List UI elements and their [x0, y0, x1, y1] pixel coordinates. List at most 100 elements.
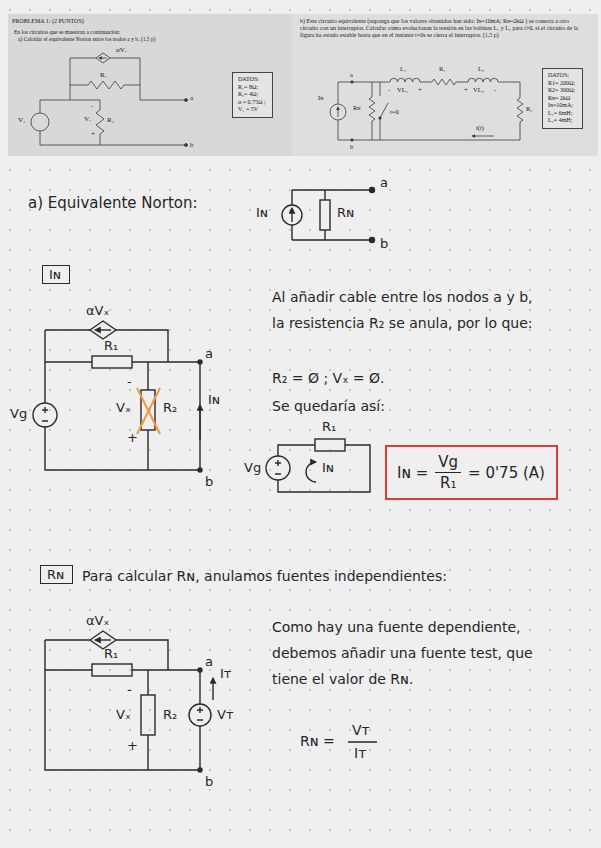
problem-circuit-part [185, 99, 188, 102]
norton-circuit [282, 188, 375, 243]
test-source-circuit-part [198, 668, 202, 672]
box-text: Rɴ [47, 567, 66, 582]
printed-text: V₁ [18, 116, 26, 124]
switch-circuit-part [380, 82, 388, 140]
handwritten-text: - [127, 374, 132, 390]
fraction: VgR₁ [435, 453, 461, 492]
printed-text: a [190, 94, 193, 102]
handwritten-text: + [127, 430, 138, 446]
problem-circuit [31, 53, 188, 147]
short-circuit-circuit-part [42, 407, 48, 421]
cross-out-part [137, 388, 160, 434]
printed-text: VL₂ [473, 86, 484, 94]
test-source-circuit-part [45, 640, 168, 670]
switch-circuit-part [369, 82, 375, 140]
reduced-circuit-part [306, 462, 316, 482]
cross-out [137, 388, 160, 434]
printed-text: i(t) [476, 124, 484, 132]
box-text: = 0'75 (A) [468, 464, 545, 482]
switch-circuit [330, 78, 523, 141]
handwritten-text: b [205, 474, 213, 490]
box-text: R1= 200Ω; [548, 80, 577, 88]
reduced-circuit-part [278, 445, 370, 492]
handwritten-text: R₁ [322, 419, 336, 435]
photo-panel [292, 14, 598, 156]
test-source-circuit-part [141, 695, 155, 735]
short-circuit-circuit-part [90, 321, 116, 339]
handwritten-text: + [127, 738, 138, 754]
problem-circuit-part [70, 100, 104, 145]
printed-text: L₁ [400, 65, 406, 73]
reduced-circuit [266, 439, 370, 492]
printed-text: R₂ [107, 116, 114, 124]
box-text: Vg [435, 453, 461, 473]
handwritten-text: b [380, 236, 388, 252]
handwritten-text: a [205, 346, 213, 362]
handwritten-text: a [380, 175, 388, 191]
data-box: DATOS:R1= 200Ω;R2= 300Ω;Rɴ= 2kΩIɴ=10mA;L… [542, 68, 583, 129]
switch-circuit-part [338, 107, 339, 117]
problem-circuit-part [31, 113, 49, 131]
handwritten-text: Rɴ [337, 205, 354, 221]
printed-text: + [464, 86, 468, 94]
handwritten-text: Vg [244, 460, 261, 476]
handwritten-text: Para calcular Rɴ, anulamos fuentes indep… [82, 568, 447, 585]
handwritten-text: Iɴ [322, 460, 334, 476]
short-circuit-circuit-part [95, 329, 111, 330]
handwritten-text: Vₓ [116, 400, 131, 416]
handwritten-text: Vᴛ [352, 722, 370, 739]
problem-circuit-part [99, 58, 107, 59]
test-source-circuit-part [189, 704, 211, 726]
printed-text: b) Este circuito equivalente (suponga qu… [300, 18, 585, 40]
problem-circuit-part [40, 100, 185, 145]
short-circuit-circuit-part [198, 360, 202, 364]
handwritten-text: a) Equivalente Norton: [28, 194, 198, 212]
handwritten-text: Iᴛ [354, 745, 366, 762]
printed-text: L₂ [478, 65, 484, 73]
short-circuit-circuit-part [199, 405, 200, 440]
box-text: Iɴ=10mA; [548, 102, 577, 110]
switch-circuit-part [351, 81, 353, 83]
switch-circuit-part [351, 139, 353, 141]
short-circuit-circuit-part [33, 403, 57, 427]
printed-text: R₁ [439, 65, 446, 73]
handwritten-text: Se quedaría así: [272, 398, 385, 415]
box-text: Iɴ = [397, 464, 428, 482]
norton-circuit-part [370, 188, 375, 193]
switch-circuit-part [379, 117, 381, 119]
printed-text: - [494, 86, 496, 94]
norton-circuit-part [292, 190, 372, 240]
short-circuit-circuit-part [198, 468, 202, 472]
printed-text: PROBLEMA 1: (2 PUNTOS) [12, 18, 84, 25]
box-text: L₂= 4mH; [548, 117, 577, 125]
switch-circuit-part [330, 104, 346, 120]
box-text: L₁= 6mH; [548, 110, 577, 118]
test-source-circuit-part [198, 768, 202, 772]
box-text: Rɴ= 2kΩ [548, 95, 577, 103]
printed-text: αVₓ [116, 46, 127, 54]
box-text: Iɴ [49, 267, 63, 282]
printed-text: - [388, 86, 390, 94]
test-source-circuit-part [197, 707, 203, 720]
test-source-circuit-part [95, 639, 111, 640]
test-source-circuit [45, 631, 213, 772]
switch-circuit-part [338, 78, 523, 140]
printed-text: Rɴ [353, 104, 361, 112]
heading-box: Iɴ [42, 265, 70, 284]
handwritten-text: Vg [10, 406, 27, 422]
norton-circuit-part [320, 200, 330, 230]
heading-box: Rɴ [40, 565, 73, 584]
reduced-circuit-part [315, 439, 345, 451]
handwritten-text: a [205, 654, 213, 670]
norton-circuit-part [291, 208, 292, 222]
fraction-bar-part [348, 741, 377, 743]
handwritten-text: - [127, 682, 132, 698]
handwritten-text: Al añadir cable entre los nodos a y b, l… [272, 284, 537, 336]
photo-panel [8, 14, 292, 156]
handwritten-text: Iᴛ [220, 666, 231, 682]
printed-text: a [350, 71, 353, 79]
handwritten-text: R₁ [104, 338, 118, 354]
